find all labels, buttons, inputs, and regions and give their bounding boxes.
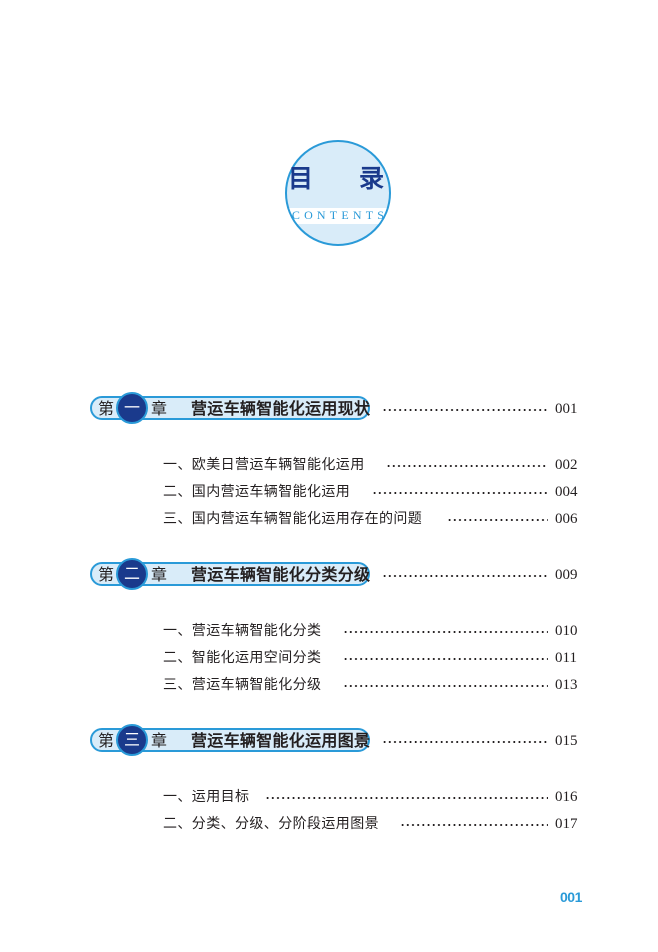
- dot-leader: [265, 797, 548, 799]
- toc-title-right-char: 录: [359, 164, 385, 193]
- chapter-page-number[interactable]: 001: [555, 401, 578, 417]
- contents-title-badge: [285, 140, 391, 246]
- section-title[interactable]: 三、营运车辆智能化分级: [163, 677, 322, 693]
- chapter-prefix: 第: [98, 731, 115, 750]
- section-page-number[interactable]: 010: [555, 623, 578, 639]
- chapter-prefix: 第: [98, 399, 115, 418]
- chapter-number-badge: 二: [116, 558, 148, 590]
- title-band: [287, 208, 389, 224]
- section-title[interactable]: 二、国内营运车辆智能化运用: [163, 484, 351, 500]
- chapter-heading[interactable]: 第 一 章 营运车辆智能化运用现状: [90, 392, 371, 424]
- chapter-number-badge: 三: [116, 724, 148, 756]
- dot-leader: [343, 658, 548, 660]
- chapter-page-number[interactable]: 009: [555, 567, 578, 583]
- toc-title-left-char: 目: [288, 164, 314, 193]
- dot-leader: [400, 824, 548, 826]
- chapter-page-number[interactable]: 015: [555, 733, 578, 749]
- section-title[interactable]: 一、欧美日营运车辆智能化运用: [163, 457, 365, 473]
- chapter-title: 营运车辆智能化分类分级: [191, 565, 371, 584]
- section-page-number[interactable]: 016: [555, 789, 578, 805]
- section-page-number[interactable]: 017: [555, 816, 578, 832]
- section-title[interactable]: 二、智能化运用空间分类: [163, 650, 322, 666]
- chapter-number-badge: 一: [116, 392, 148, 424]
- section-title[interactable]: 二、分类、分级、分阶段运用图景: [163, 816, 379, 832]
- dot-leader: [382, 575, 548, 577]
- chapter-suffix: 章: [151, 565, 168, 584]
- dot-leader: [382, 409, 548, 411]
- chapter-title: 营运车辆智能化运用图景: [191, 731, 371, 750]
- section-page-number[interactable]: 006: [555, 511, 578, 527]
- footer-page-number: 001: [560, 889, 582, 905]
- dot-leader: [386, 465, 548, 467]
- dot-leader: [447, 519, 548, 521]
- section-page-number[interactable]: 011: [555, 650, 577, 666]
- chapter-suffix: 章: [151, 731, 168, 750]
- section-page-number[interactable]: 004: [555, 484, 578, 500]
- chapter-prefix: 第: [98, 565, 115, 584]
- chapter-heading[interactable]: 第 二 章 营运车辆智能化分类分级: [90, 558, 371, 590]
- chapter-heading[interactable]: 第 三 章 营运车辆智能化运用图景: [90, 724, 371, 756]
- section-page-number[interactable]: 002: [555, 457, 578, 473]
- dot-leader: [343, 685, 548, 687]
- chapter-suffix: 章: [151, 399, 168, 418]
- dot-leader: [372, 492, 548, 494]
- chapter-title: 营运车辆智能化运用现状: [191, 399, 371, 418]
- dot-leader: [382, 741, 548, 743]
- section-title[interactable]: 一、运用目标: [163, 789, 250, 805]
- toc-subtitle: CONTENTS: [291, 208, 389, 222]
- dot-leader: [343, 631, 548, 633]
- section-page-number[interactable]: 013: [555, 677, 578, 693]
- section-title[interactable]: 一、营运车辆智能化分类: [163, 623, 322, 639]
- section-title[interactable]: 三、国内营运车辆智能化运用存在的问题: [163, 511, 423, 527]
